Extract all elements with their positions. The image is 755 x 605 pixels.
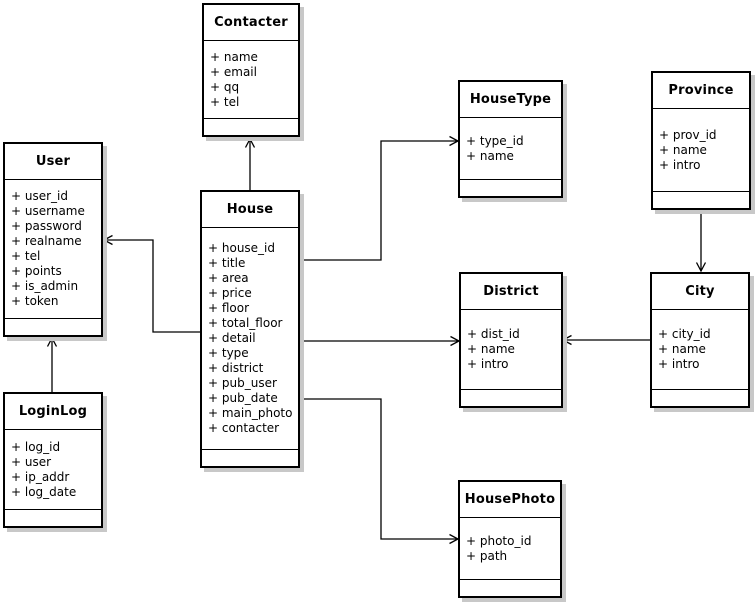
relation-house-to-user <box>102 234 200 333</box>
relation-house-to-housetype <box>300 135 460 261</box>
relation-house-to-housephoto <box>300 398 460 545</box>
